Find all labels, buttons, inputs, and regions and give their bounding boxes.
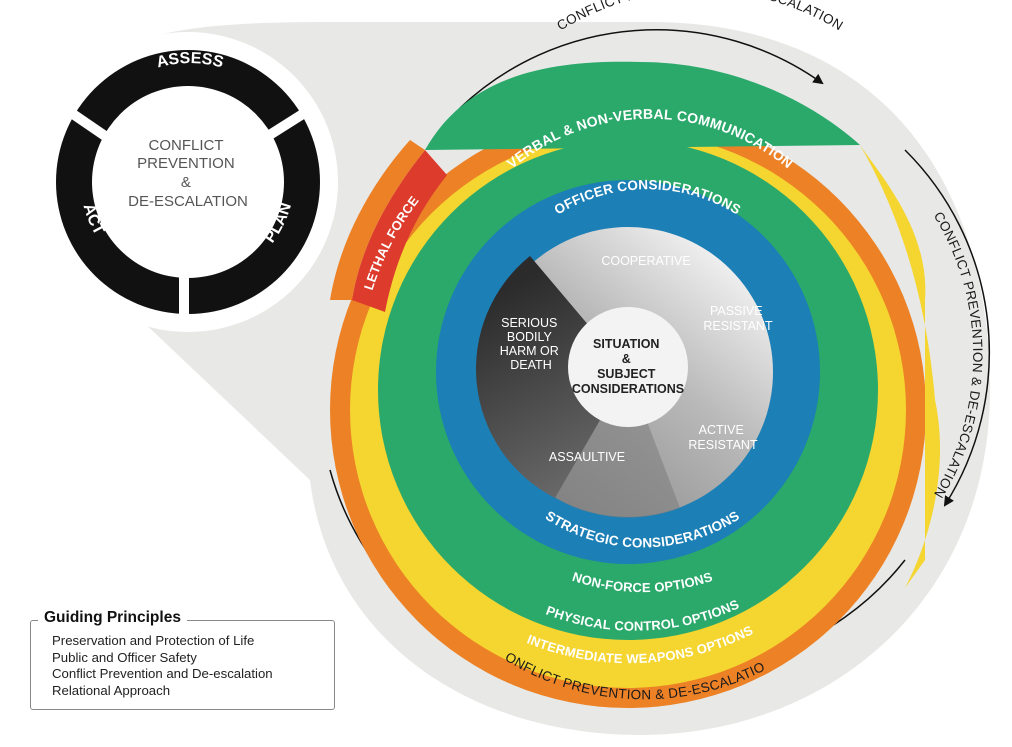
serious-harm-label: SERIOUS BODILY HARM OR DEATH [500,316,563,372]
situation-subject-label: SITUATION & SUBJECT CONSIDERATIONS [572,337,684,396]
situation-center-circle [568,307,688,427]
verbal-communication-band [425,61,925,298]
guiding-principles-list: Preservation and Protection of Life Publ… [52,633,273,699]
active-resistant-label: ACTIVE RESISTANT [688,423,758,452]
physical-control-wedge [860,145,941,588]
guiding-principle-item: Public and Officer Safety [52,649,197,665]
cycle-separator-right [265,107,309,141]
cycle-separator-left [67,107,111,143]
lethal-orange-strip [330,140,425,300]
outer-arrow-right [904,149,991,507]
cooperative-label: COOPERATIVE [601,254,690,268]
outer-arrow-top [459,29,824,109]
guiding-principle-item: Preservation and Protection of Life [52,633,255,648]
guiding-principle-item: Relational Approach [52,682,171,698]
cycle-center-label: CONFLICT PREVENTION & DE-ESCALATION [128,137,248,210]
guiding-principles-box: Guiding Principles Preservation and Prot… [30,609,335,710]
guiding-principles-title: Guiding Principles [38,609,187,627]
svg-text:ASSESS: ASSESS [155,50,226,72]
guiding-principle-item: Conflict Prevention and De-escalation [52,666,273,681]
assess-segment-label: ASSESS [155,50,226,72]
passive-resistant-label: PASSIVE RESISTANT [703,304,773,333]
cycle-inner-white [92,86,284,278]
lethal-force-band [352,150,447,312]
cycle-separator-bottom [179,270,189,320]
serious-harm-wedge [475,256,628,498]
assaultive-wedge [555,372,680,518]
assaultive-label: ASSAULTIVE [549,450,625,464]
